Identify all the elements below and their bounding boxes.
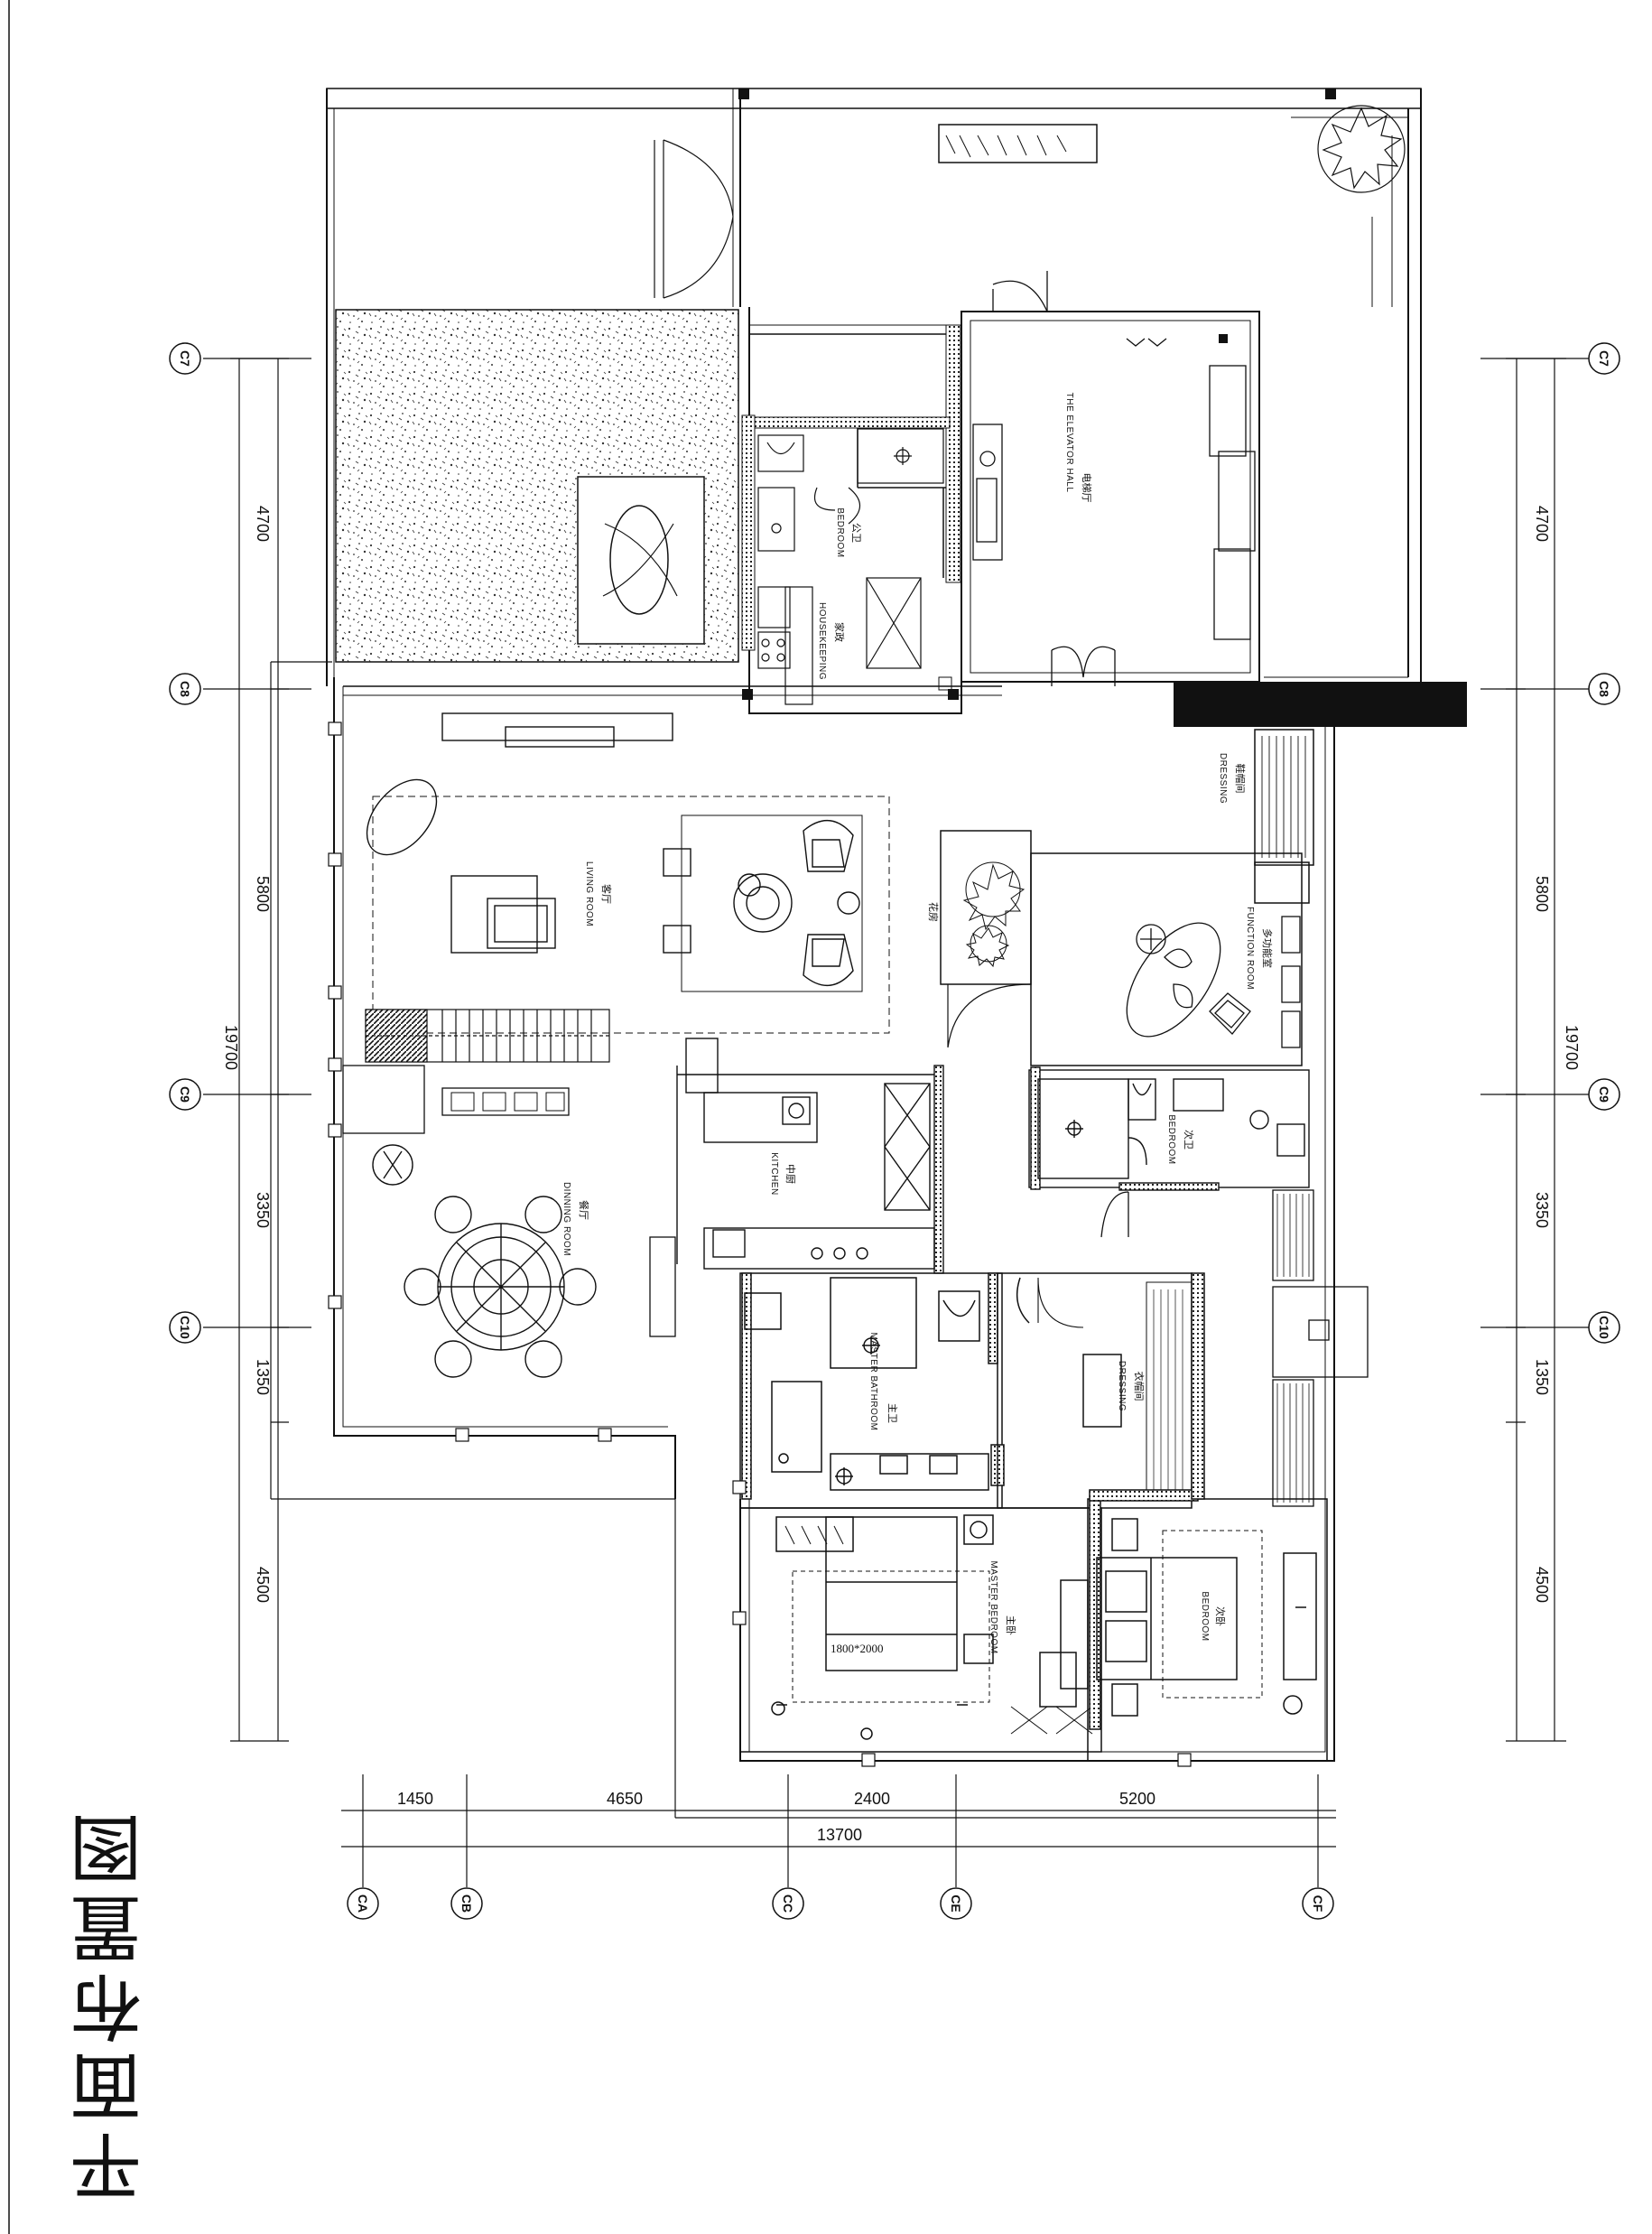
dim-right-4500: 4500 bbox=[1533, 1567, 1551, 1603]
living-area bbox=[343, 685, 1002, 1034]
dim-right-5800: 5800 bbox=[1533, 876, 1551, 912]
planter-box bbox=[938, 124, 1098, 163]
grid-c7-right: C7 bbox=[1597, 350, 1611, 367]
entry-dressing-label-cn: 鞋帽间 bbox=[1234, 764, 1247, 794]
dim-left-4700: 4700 bbox=[254, 506, 272, 542]
grid-c7-left: C7 bbox=[178, 350, 192, 367]
grid-ce: CE bbox=[949, 1894, 963, 1912]
second-bathroom bbox=[1028, 1066, 1310, 1191]
bedroom-label-en: BEDROOM bbox=[1200, 1591, 1210, 1641]
second-bath-label-en: BEDROOM bbox=[1166, 1114, 1176, 1164]
kitchen-area bbox=[676, 1038, 944, 1274]
kitchen-label-cn: 中厨 bbox=[784, 1164, 796, 1184]
garden-plants bbox=[962, 861, 1026, 968]
columns bbox=[742, 676, 959, 700]
dim-left-3350: 3350 bbox=[254, 1192, 272, 1228]
grid-c9-left: C9 bbox=[178, 1086, 192, 1103]
grid-bubbles bbox=[169, 342, 1620, 1920]
entry-dressing-label-en: DRESSING bbox=[1218, 753, 1228, 804]
elevator-hall-label-cn: 电梯厅 bbox=[1081, 473, 1092, 503]
dim-right-4700: 4700 bbox=[1533, 506, 1551, 542]
grid-cf: CF bbox=[1311, 1895, 1325, 1913]
dimensions-right bbox=[1480, 358, 1589, 1742]
staircase bbox=[365, 1009, 610, 1063]
hk-bedroom-label-cn: 公卫 bbox=[850, 523, 862, 543]
dim-bottom-4650: 4650 bbox=[607, 1790, 643, 1808]
garden-table-top bbox=[609, 505, 669, 615]
master-bedroom-label-cn: 主卧 bbox=[1005, 1615, 1016, 1635]
master-bath-label-en: MASTER BATHROOM bbox=[868, 1333, 878, 1431]
master-bath-label-cn: 主卫 bbox=[886, 1403, 898, 1423]
housekeeping-label-en: HOUSEKEEPING bbox=[817, 602, 827, 680]
corridor-wardrobes bbox=[1100, 1189, 1369, 1507]
dining-area bbox=[372, 1144, 597, 1378]
window-markers bbox=[328, 721, 1192, 1767]
dining-room-label-cn: 餐厅 bbox=[578, 1200, 590, 1220]
dim-left-4500: 4500 bbox=[254, 1567, 272, 1603]
bed-size-label: 1800*2000 bbox=[831, 1642, 884, 1655]
dim-right-total: 19700 bbox=[1563, 1025, 1581, 1070]
sheet-frame bbox=[8, 0, 1336, 2234]
grid-c8-left: C8 bbox=[178, 681, 192, 697]
grid-c10-right: C10 bbox=[1597, 1316, 1611, 1339]
dim-left-total: 19700 bbox=[222, 1025, 240, 1070]
function-room-furniture bbox=[1126, 916, 1301, 1048]
dining-room-label-en: DINNING ROOM bbox=[561, 1182, 571, 1256]
terrace-tree bbox=[1317, 105, 1406, 193]
housekeeping-label-cn: 家政 bbox=[833, 622, 846, 642]
garden-room-label-cn: 花房 bbox=[927, 902, 939, 922]
grid-ca: CA bbox=[356, 1894, 370, 1913]
dim-bottom-total: 13700 bbox=[817, 1826, 862, 1844]
dim-right-1350: 1350 bbox=[1533, 1359, 1551, 1395]
grid-c8-right: C8 bbox=[1597, 681, 1611, 697]
dim-bottom-1450: 1450 bbox=[397, 1790, 433, 1808]
dim-bottom-5200: 5200 bbox=[1119, 1790, 1155, 1808]
elevator-hall-label-en: THE ELEVATOR HALL bbox=[1064, 393, 1074, 493]
living-room-label-cn: 客厅 bbox=[600, 884, 613, 904]
structural-beam bbox=[1174, 682, 1467, 727]
master-dressing-label-cn: 衣帽间 bbox=[1133, 1372, 1146, 1401]
dim-left-5800: 5800 bbox=[254, 876, 272, 912]
housekeeping-fixtures bbox=[757, 428, 944, 705]
grid-cb: CB bbox=[459, 1894, 474, 1913]
function-room-label-en: FUNCTION ROOM bbox=[1245, 907, 1255, 990]
garden-table bbox=[577, 476, 705, 645]
elevator-hall-details bbox=[972, 271, 1256, 686]
second-bath-label-cn: 次卫 bbox=[1183, 1130, 1195, 1150]
drawing-title: 平面布置图 bbox=[70, 1806, 153, 2203]
grid-c10-left: C10 bbox=[178, 1316, 192, 1339]
hk-bedroom-label-en: BEDROOM bbox=[835, 507, 845, 557]
master-dressing-label-en: DRESSING bbox=[1117, 1361, 1127, 1411]
second-bedroom bbox=[1039, 1272, 1328, 1762]
master-bedroom-label-en: MASTER BEDROOM bbox=[988, 1560, 998, 1653]
dim-bottom-2400: 2400 bbox=[854, 1790, 890, 1808]
grid-cc: CC bbox=[781, 1894, 795, 1913]
dimensions-bottom bbox=[341, 1774, 1336, 1887]
dim-right-3350: 3350 bbox=[1533, 1192, 1551, 1228]
dimensions-left bbox=[203, 358, 311, 1742]
grid-c9-right: C9 bbox=[1597, 1086, 1611, 1103]
east-rooms bbox=[940, 729, 1314, 1066]
dim-left-1350: 1350 bbox=[254, 1359, 272, 1395]
kitchen-label-en: KITCHEN bbox=[769, 1152, 779, 1195]
garden-door bbox=[654, 139, 734, 299]
bedroom-label-cn: 次卧 bbox=[1214, 1606, 1227, 1626]
living-room-label-en: LIVING ROOM bbox=[584, 861, 594, 926]
garden-chair bbox=[602, 523, 678, 597]
function-room-label-cn: 多功能室 bbox=[1261, 928, 1274, 968]
